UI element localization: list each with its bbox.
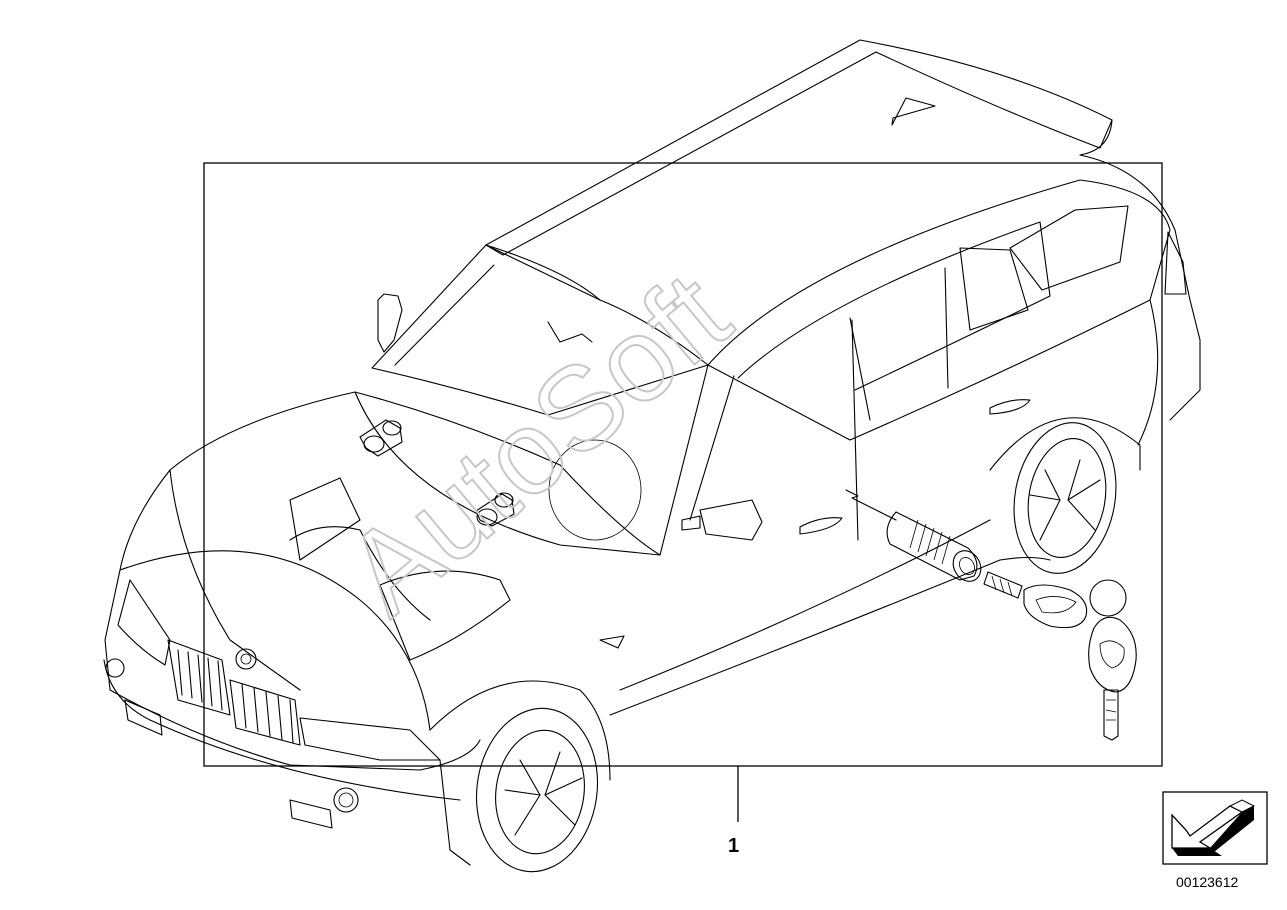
part-frame xyxy=(203,162,1163,767)
callout-1-label: 1 xyxy=(728,835,739,857)
ignition-lock-cylinder xyxy=(845,489,982,582)
diagram-id: 00123612 xyxy=(1176,874,1239,890)
door-lock-cylinder-right xyxy=(475,492,515,527)
vehicle-illustration xyxy=(103,39,1201,873)
remote-key-set xyxy=(983,571,1137,741)
door-lock-cylinder-left xyxy=(359,419,403,457)
arrow-back-icon[interactable] xyxy=(1162,791,1268,865)
